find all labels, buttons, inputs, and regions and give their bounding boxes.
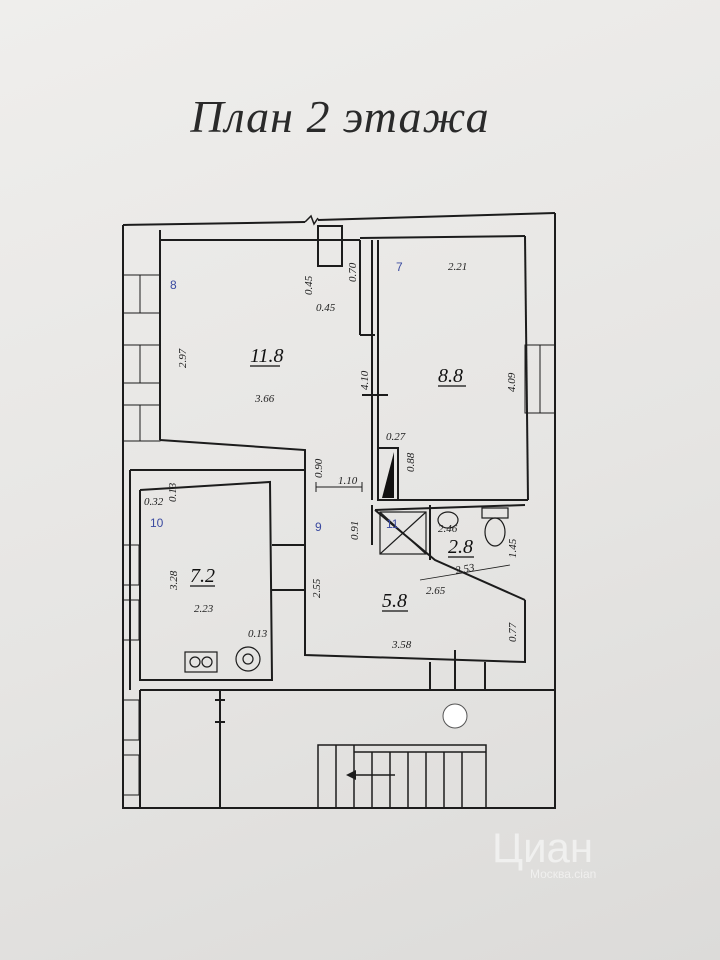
dim-0-91: 0.91 bbox=[349, 521, 361, 540]
dim-2-46: 2.46 bbox=[438, 523, 458, 535]
room-10-area: 7.2 bbox=[190, 565, 215, 587]
dim-0-13-bottom: 0.13 bbox=[248, 628, 268, 640]
room-9-11-walls bbox=[304, 488, 526, 664]
dim-2-55: 2.55 bbox=[311, 578, 323, 598]
dim-0-13-top: 0.13 bbox=[167, 482, 179, 502]
dim-0-70: 0.70 bbox=[347, 262, 359, 282]
dim-0-90: 0.90 bbox=[313, 458, 325, 478]
dim-3-58: 3.58 bbox=[391, 639, 412, 651]
dim-2-97: 2.97 bbox=[177, 348, 189, 368]
room-9-number: 9 bbox=[315, 520, 322, 534]
vent-shaft bbox=[377, 447, 399, 501]
dim-3-28: 3.28 bbox=[168, 570, 180, 591]
dim-4-10: 4.10 bbox=[359, 370, 371, 390]
dim-1-10: 1.10 bbox=[338, 475, 358, 487]
watermark-sub: Москва.cian bbox=[530, 867, 596, 881]
dim-0-32: 0.32 bbox=[144, 496, 164, 508]
room-9-area: 5.8 bbox=[382, 590, 407, 612]
room-10-number: 10 bbox=[150, 516, 164, 530]
dim-4-09: 4.09 bbox=[506, 372, 518, 392]
dim-3-66: 3.66 bbox=[254, 393, 275, 405]
room-11-area: 2.8 bbox=[448, 536, 473, 558]
column bbox=[317, 225, 343, 267]
dim-1-45: 1.45 bbox=[507, 538, 519, 558]
room-7-number: 7 bbox=[396, 260, 403, 274]
watermark-brand: Циан bbox=[492, 824, 593, 871]
dim-0-77: 0.77 bbox=[507, 622, 519, 642]
room-11-number: 11 bbox=[386, 517, 399, 531]
kitchen-sink-icon bbox=[235, 646, 261, 672]
room-7-area: 8.8 bbox=[438, 365, 463, 387]
dim-2-65: 2.65 bbox=[426, 585, 446, 597]
ceiling-light-icon bbox=[442, 703, 468, 729]
lower-corridor-walls bbox=[139, 650, 555, 808]
room-8-area: 11.8 bbox=[250, 345, 284, 367]
outer-walls bbox=[122, 212, 556, 809]
dim-2-53: 2.53 bbox=[454, 562, 476, 577]
dim-0-27: 0.27 bbox=[386, 431, 406, 443]
sink-icon bbox=[437, 511, 459, 529]
dim-0-45-vertical: 0.45 bbox=[303, 275, 315, 295]
dim-2-23: 2.23 bbox=[194, 603, 214, 615]
dim-2-21: 2.21 bbox=[448, 261, 467, 273]
toilet-icon bbox=[481, 507, 509, 547]
page-title: План 2 этажа bbox=[190, 91, 490, 142]
stove-icon bbox=[184, 651, 218, 673]
dim-0-45: 0.45 bbox=[316, 302, 336, 314]
staircase bbox=[317, 744, 487, 809]
dim-0-88: 0.88 bbox=[405, 452, 417, 472]
partition-8-7 bbox=[362, 240, 388, 500]
room-8-number: 8 bbox=[170, 278, 177, 292]
shower-tray bbox=[379, 511, 427, 555]
room-10-walls bbox=[129, 469, 305, 690]
